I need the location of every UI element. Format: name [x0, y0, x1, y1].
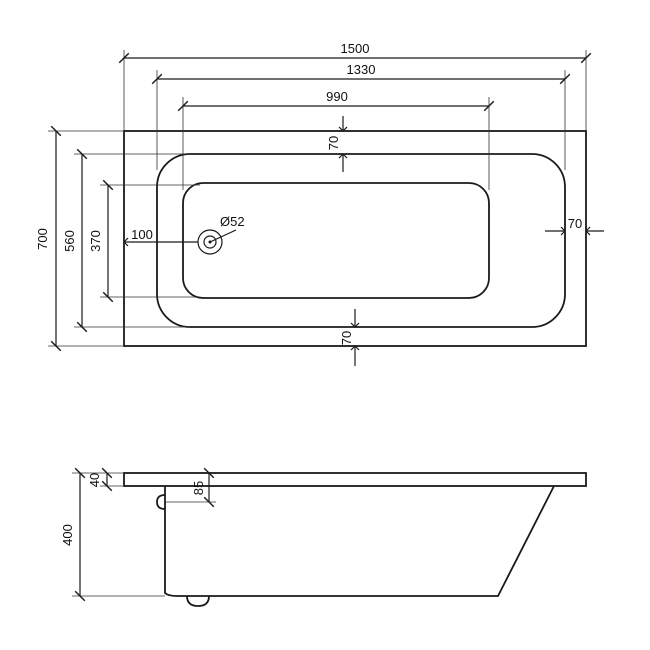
label-1500: 1500	[341, 41, 370, 56]
drain-fitting	[186, 595, 210, 607]
dim-overall-width: 700	[35, 125, 124, 352]
dim-floor-length: 990	[177, 89, 495, 190]
dim-rim-bottom: 70	[339, 309, 360, 366]
label-400: 400	[60, 524, 75, 546]
dim-rim-thickness: 40	[87, 467, 124, 492]
inner-basin	[156, 153, 566, 328]
label-990: 990	[326, 89, 348, 104]
dim-floor-width: 370	[88, 179, 200, 303]
side-view	[123, 472, 587, 607]
label-700: 700	[35, 228, 50, 250]
dim-drain-height: 85	[165, 467, 216, 508]
label-rim-top: 70	[326, 136, 341, 150]
dim-drain-diameter: Ø52	[209, 214, 245, 243]
tub-body-profile	[164, 485, 555, 597]
label-40: 40	[87, 473, 102, 487]
rim-profile	[123, 472, 587, 487]
overflow-fitting	[156, 494, 166, 510]
dim-rim-right: 70	[545, 216, 604, 236]
dim-rim-top: 70	[326, 116, 348, 172]
dim-inner-length: 1330	[151, 62, 571, 170]
dim-inner-width: 560	[62, 148, 190, 333]
label-370: 370	[88, 230, 103, 252]
dim-overall-length: 1500	[118, 41, 592, 131]
label-rim-bottom: 70	[339, 331, 354, 345]
label-1330: 1330	[347, 62, 376, 77]
dim-total-height: 400	[60, 467, 165, 602]
label-560: 560	[62, 230, 77, 252]
label-85: 85	[191, 481, 206, 495]
label-drain-offset: 100	[131, 227, 153, 242]
dim-drain-offset: 100	[123, 227, 198, 247]
basin-floor	[182, 182, 490, 299]
label-rim-right: 70	[568, 216, 582, 231]
label-drain-diameter: Ø52	[220, 214, 245, 229]
